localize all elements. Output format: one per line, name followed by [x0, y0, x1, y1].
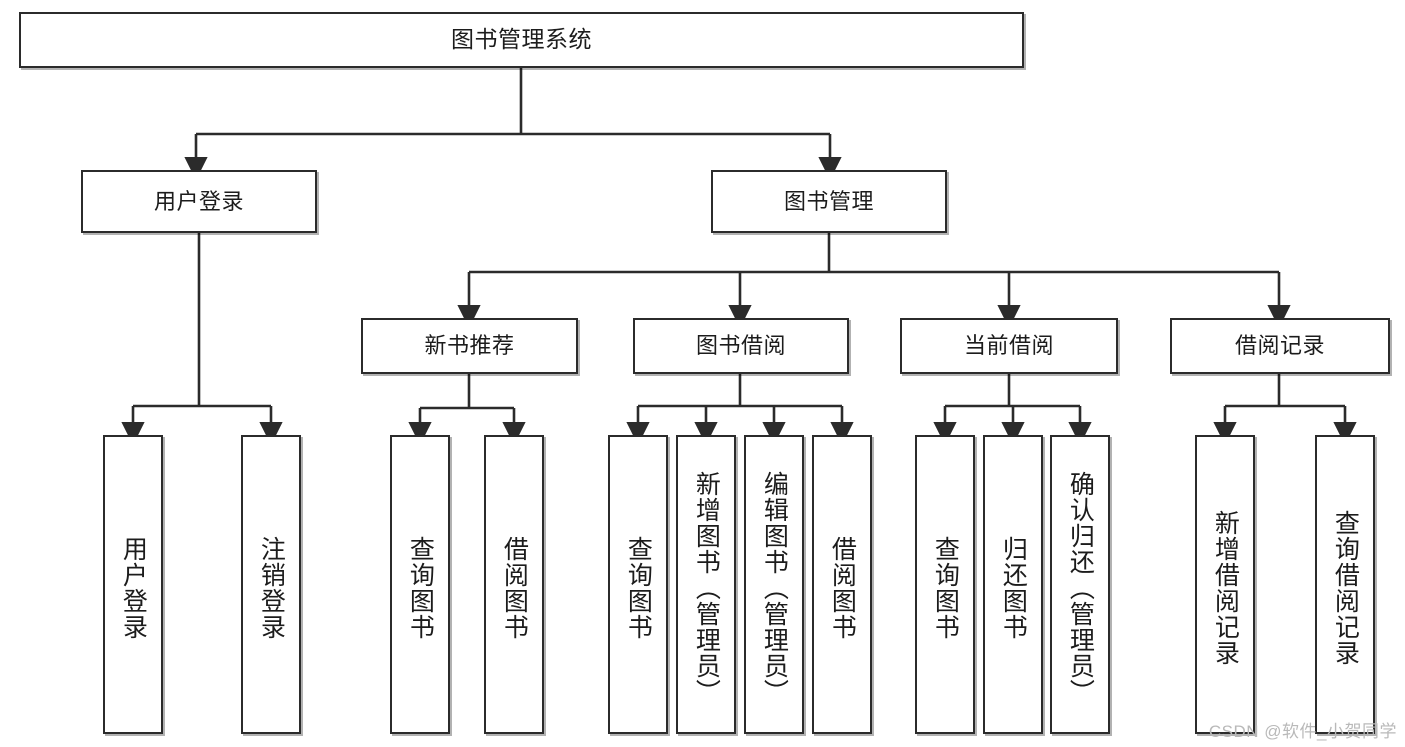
leaf-label-wrap: 用户登录	[119, 443, 148, 732]
node-label: 借阅图书	[828, 535, 857, 640]
leaf-label-wrap: 查询图书	[624, 443, 653, 732]
leaf-current-return-book[interactable]: 归还图书	[983, 435, 1043, 734]
node-label: 查询图书	[931, 535, 960, 640]
leaf-borrow-edit-book-admin[interactable]: 编辑图书（管理员）	[744, 435, 804, 734]
node-label: 注销登录	[257, 535, 286, 640]
leaf-recommend-borrow-book[interactable]: 借阅图书	[484, 435, 544, 734]
node-root-book-management-system[interactable]: 图书管理系统	[19, 12, 1024, 68]
node-label: 用户登录	[119, 535, 148, 640]
node-label: 新增图书（管理员）	[692, 470, 721, 705]
node-label: 新增借阅记录	[1211, 509, 1240, 666]
node-user-login[interactable]: 用户登录	[81, 170, 317, 233]
node-book-management[interactable]: 图书管理	[711, 170, 947, 233]
leaf-borrow-query-book[interactable]: 查询图书	[608, 435, 668, 734]
leaf-user-login-logout[interactable]: 注销登录	[241, 435, 301, 734]
node-book-borrow[interactable]: 图书借阅	[633, 318, 849, 374]
node-label: 查询借阅记录	[1331, 509, 1360, 666]
node-label: 编辑图书（管理员）	[760, 470, 789, 705]
node-label: 用户登录	[153, 188, 244, 214]
leaf-label-wrap: 查询借阅记录	[1331, 443, 1360, 732]
node-label: 查询图书	[406, 535, 435, 640]
node-label: 借阅图书	[500, 535, 529, 640]
node-label: 借阅记录	[1234, 333, 1325, 359]
leaf-label-wrap: 注销登录	[257, 443, 286, 732]
leaf-current-query-book[interactable]: 查询图书	[915, 435, 975, 734]
node-borrow-record[interactable]: 借阅记录	[1170, 318, 1390, 374]
node-label: 确认归还（管理员）	[1066, 470, 1095, 705]
leaf-label-wrap: 编辑图书（管理员）	[760, 443, 789, 732]
node-label: 查询图书	[624, 535, 653, 640]
node-label: 图书管理	[783, 188, 874, 214]
leaf-record-add-borrow-record[interactable]: 新增借阅记录	[1195, 435, 1255, 734]
leaf-label-wrap: 归还图书	[999, 443, 1028, 732]
leaf-record-query-borrow-record[interactable]: 查询借阅记录	[1315, 435, 1375, 734]
leaf-borrow-add-book-admin[interactable]: 新增图书（管理员）	[676, 435, 736, 734]
leaf-label-wrap: 借阅图书	[500, 443, 529, 732]
leaf-recommend-query-book[interactable]: 查询图书	[390, 435, 450, 734]
node-label: 图书借阅	[695, 333, 786, 359]
node-label: 归还图书	[999, 535, 1028, 640]
leaf-label-wrap: 查询图书	[406, 443, 435, 732]
leaf-borrow-borrow-book[interactable]: 借阅图书	[812, 435, 872, 734]
leaf-label-wrap: 确认归还（管理员）	[1066, 443, 1095, 732]
leaf-current-confirm-return-admin[interactable]: 确认归还（管理员）	[1050, 435, 1110, 734]
leaf-user-login-login[interactable]: 用户登录	[103, 435, 163, 734]
leaf-label-wrap: 查询图书	[931, 443, 960, 732]
leaf-label-wrap: 新增借阅记录	[1211, 443, 1240, 732]
node-current-borrow[interactable]: 当前借阅	[900, 318, 1118, 374]
node-label: 当前借阅	[963, 333, 1054, 359]
leaf-label-wrap: 借阅图书	[828, 443, 857, 732]
leaf-label-wrap: 新增图书（管理员）	[692, 443, 721, 732]
node-label: 图书管理系统	[451, 26, 592, 53]
node-new-book-recommend[interactable]: 新书推荐	[361, 318, 578, 374]
node-label: 新书推荐	[424, 333, 515, 359]
